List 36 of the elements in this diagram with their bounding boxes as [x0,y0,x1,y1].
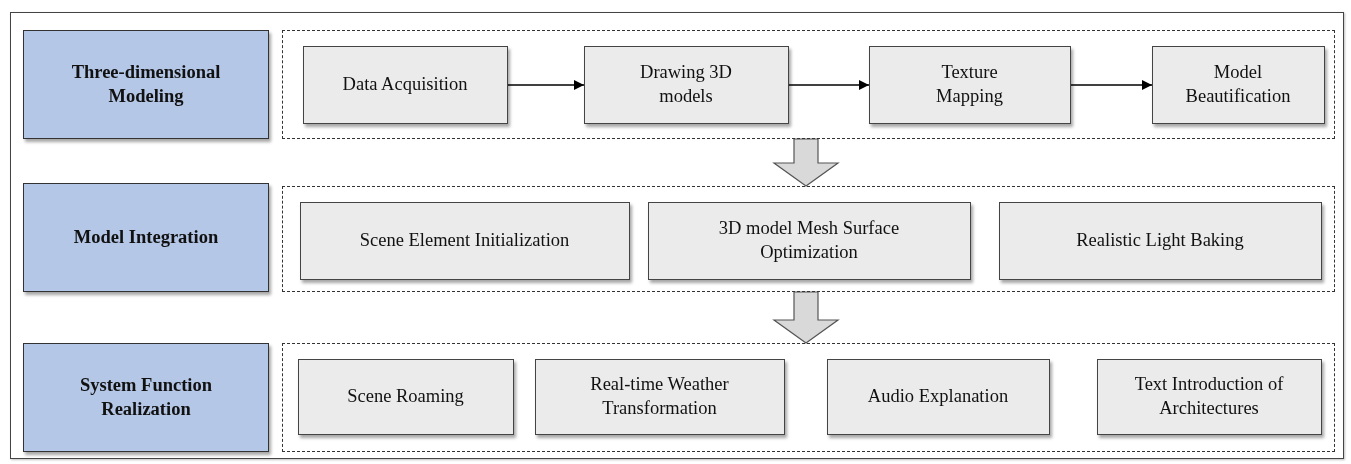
process-box [1151,45,1325,124]
arrow [1070,80,1153,90]
dashed-group-box [282,343,1335,452]
process-box [583,45,789,124]
arrow [507,80,585,90]
block-arrow [772,291,840,344]
process-box [299,201,630,280]
stage-box [23,183,269,292]
process-box [647,201,971,280]
box-label: Drawing 3D models [639,61,733,108]
box-label: Texture Mapping [935,61,1004,108]
process-box [998,201,1322,280]
process-box [297,358,514,435]
box-label: Real-time Weather Transformation [589,373,730,420]
dashed-group-box [282,30,1335,139]
box-label: Realistic Light Baking [1076,228,1244,252]
box-label: Audio Explanation [867,384,1009,408]
arrow [788,80,870,90]
box-label: Model Beautification [1184,61,1292,108]
block-arrow [772,138,840,187]
stage-box [23,343,269,452]
process-box [302,45,508,124]
box-label: Text Introduction of Architectures [1133,373,1285,420]
box-label: Scene Element Initialization [359,228,570,252]
box-label: Model Integration [73,225,219,249]
box-label: Data Acquisition [342,72,468,96]
box-label: Scene Roaming [347,384,464,408]
dashed-group-box [282,186,1335,292]
box-label: System Function Realization [78,374,214,421]
process-box [868,45,1071,124]
box-label: 3D model Mesh Surface Optimization [717,217,901,264]
stage-box [23,30,269,139]
process-box [826,358,1050,435]
process-box [534,358,785,435]
box-label: Three-dimensional Modeling [70,61,222,108]
process-box [1096,358,1322,435]
